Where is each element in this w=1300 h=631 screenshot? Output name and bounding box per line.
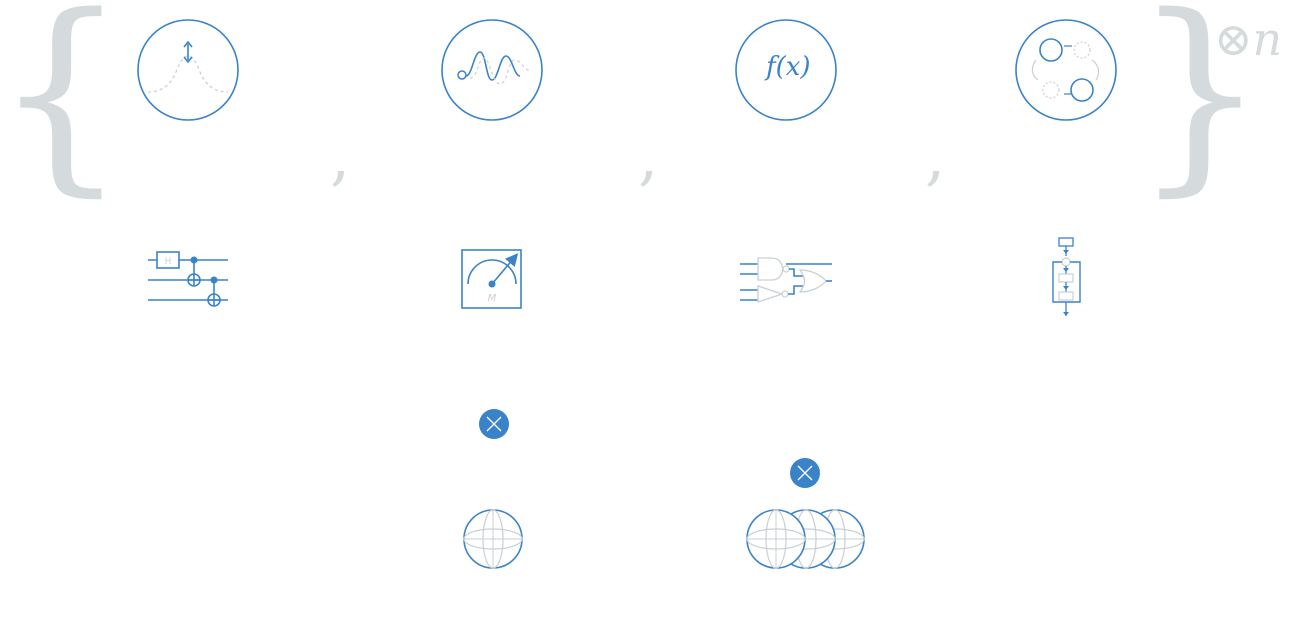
tensor-product-badge-2 <box>790 458 820 488</box>
left-brace: { <box>0 0 128 215</box>
wave-function-icon <box>441 19 543 121</box>
function-label: f(x) <box>766 52 811 82</box>
function-icon <box>735 19 837 121</box>
loop-flowchart-icon <box>1052 237 1081 316</box>
right-brace: } <box>1133 0 1267 215</box>
quantum-circuit-icon: H <box>148 251 228 307</box>
tensor-product-badge-1 <box>479 409 509 439</box>
bloch-sphere-front <box>746 509 806 569</box>
separator-comma-2: , <box>638 120 659 194</box>
superposition-icon <box>137 19 239 121</box>
hadamard-label: H <box>165 257 172 267</box>
tensor-power: ⊗n <box>1214 12 1282 66</box>
measurement-meter-icon: M <box>461 249 522 309</box>
logic-gates-icon <box>740 257 832 303</box>
tensor-power-n: n <box>1252 12 1283 66</box>
bloch-sphere-single <box>463 509 523 569</box>
meter-label: M <box>488 293 497 304</box>
separator-comma-3: , <box>925 120 946 194</box>
state-transition-icon <box>1015 19 1117 121</box>
separator-comma-1: , <box>330 120 351 194</box>
tensor-product-symbol: ⊗ <box>1214 12 1253 66</box>
bloch-sphere-group <box>746 509 865 569</box>
